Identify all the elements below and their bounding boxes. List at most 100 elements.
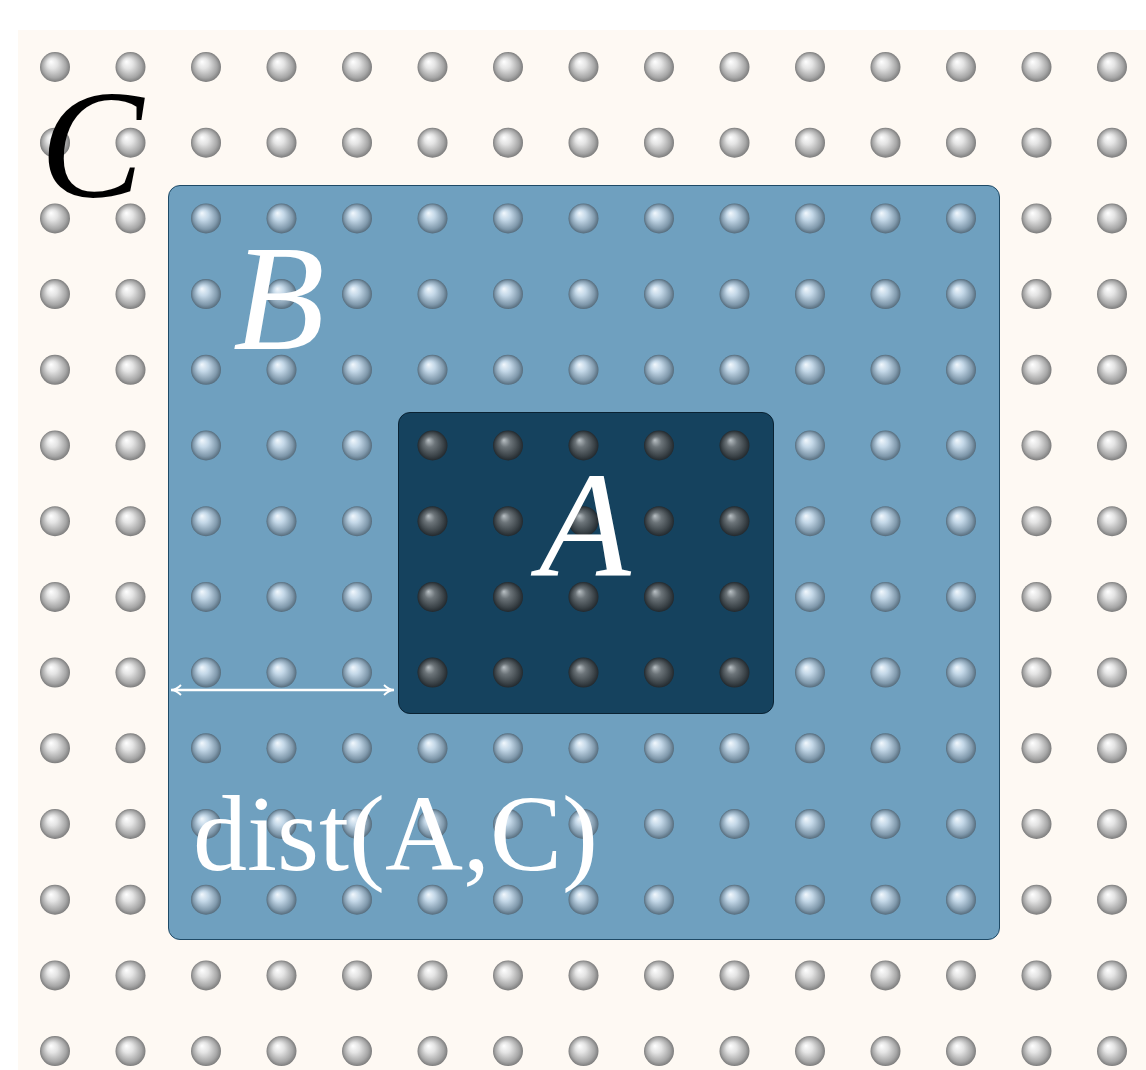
- lattice-site: [493, 582, 523, 612]
- lattice-site: [795, 960, 825, 990]
- distance-arrow: [171, 689, 394, 692]
- lattice-site: [116, 279, 146, 309]
- lattice-site: [1022, 885, 1052, 915]
- lattice-site: [40, 582, 70, 612]
- lattice-site: [1022, 809, 1052, 839]
- lattice-site: [1097, 960, 1127, 990]
- lattice-site: [720, 733, 750, 763]
- lattice-site: [644, 355, 674, 385]
- lattice-site: [493, 960, 523, 990]
- lattice-site: [644, 809, 674, 839]
- lattice-site: [267, 733, 297, 763]
- lattice-site: [871, 582, 901, 612]
- lattice-site: [116, 355, 146, 385]
- lattice-site: [644, 1036, 674, 1066]
- region-label: A: [539, 449, 631, 599]
- lattice-site: [1022, 203, 1052, 233]
- region-label: B: [233, 223, 325, 373]
- lattice-site: [569, 128, 599, 158]
- lattice-site: [569, 960, 599, 990]
- lattice-site: [569, 1036, 599, 1066]
- lattice-site: [40, 658, 70, 688]
- lattice-site: [116, 582, 146, 612]
- lattice-site: [342, 52, 372, 82]
- lattice-site: [116, 658, 146, 688]
- lattice-site: [342, 733, 372, 763]
- lattice-site: [342, 582, 372, 612]
- lattice-site: [644, 279, 674, 309]
- lattice-site: [493, 431, 523, 461]
- lattice-site: [569, 658, 599, 688]
- lattice-site: [418, 52, 448, 82]
- lattice-site: [1022, 506, 1052, 536]
- lattice-site: [720, 203, 750, 233]
- lattice-site: [1022, 279, 1052, 309]
- lattice-site: [418, 885, 448, 915]
- lattice-site: [795, 733, 825, 763]
- lattice-site: [720, 658, 750, 688]
- lattice-site: [1097, 128, 1127, 158]
- lattice-site: [795, 582, 825, 612]
- lattice-site: [795, 203, 825, 233]
- lattice-site: [191, 279, 221, 309]
- lattice-site: [418, 960, 448, 990]
- lattice-site: [946, 506, 976, 536]
- lattice-site: [946, 203, 976, 233]
- lattice-site: [267, 658, 297, 688]
- lattice-site: [795, 52, 825, 82]
- lattice-site: [418, 582, 448, 612]
- lattice-site: [191, 431, 221, 461]
- lattice-site: [569, 203, 599, 233]
- lattice-site: [40, 431, 70, 461]
- lattice-site: [267, 582, 297, 612]
- lattice-site: [342, 128, 372, 158]
- lattice-site: [267, 1036, 297, 1066]
- lattice-site: [871, 658, 901, 688]
- lattice-site: [342, 506, 372, 536]
- lattice-site: [1022, 960, 1052, 990]
- lattice-site: [116, 960, 146, 990]
- lattice-site: [720, 279, 750, 309]
- lattice-site: [720, 506, 750, 536]
- lattice-site: [342, 279, 372, 309]
- lattice-site: [493, 885, 523, 915]
- lattice-site: [191, 355, 221, 385]
- lattice-site: [569, 52, 599, 82]
- lattice-site: [720, 128, 750, 158]
- lattice-site: [644, 128, 674, 158]
- lattice-site: [795, 885, 825, 915]
- lattice-site: [1097, 203, 1127, 233]
- lattice-site: [342, 431, 372, 461]
- lattice-sites: [40, 52, 1127, 1066]
- lattice-site: [116, 733, 146, 763]
- lattice-site: [1097, 809, 1127, 839]
- lattice-site: [1022, 582, 1052, 612]
- lattice-site: [795, 1036, 825, 1066]
- lattice-site: [795, 355, 825, 385]
- lattice-site: [191, 506, 221, 536]
- lattice-site: [644, 431, 674, 461]
- lattice-site: [342, 203, 372, 233]
- lattice-site: [342, 355, 372, 385]
- lattice-site: [493, 52, 523, 82]
- lattice-site: [342, 1036, 372, 1066]
- lattice-site: [1097, 733, 1127, 763]
- lattice-site: [493, 128, 523, 158]
- lattice-site: [720, 885, 750, 915]
- lattice-site: [418, 279, 448, 309]
- lattice-site: [493, 279, 523, 309]
- lattice-site: [644, 506, 674, 536]
- lattice-site: [871, 279, 901, 309]
- lattice-site: [946, 809, 976, 839]
- lattice-site: [493, 355, 523, 385]
- lattice-site: [795, 431, 825, 461]
- lattice-site: [1022, 733, 1052, 763]
- lattice-site: [418, 506, 448, 536]
- lattice-site: [720, 582, 750, 612]
- lattice-site: [946, 355, 976, 385]
- lattice-site: [1097, 658, 1127, 688]
- lattice-site: [116, 506, 146, 536]
- lattice-site: [418, 431, 448, 461]
- lattice-site: [644, 733, 674, 763]
- lattice-site: [1022, 52, 1052, 82]
